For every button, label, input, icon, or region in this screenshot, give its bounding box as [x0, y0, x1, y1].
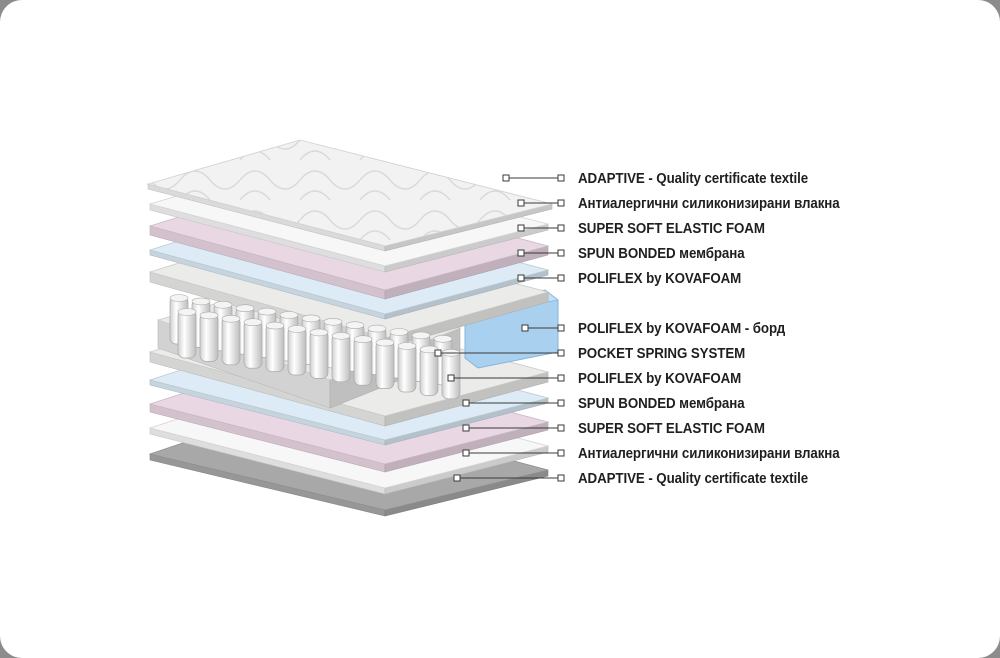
label-poliflex-bottom: POLIFLEX by KOVAFOAM [578, 371, 742, 387]
label-adaptive-textile-bottom: ADAPTIVE - Quality certificate textile [578, 471, 809, 487]
pocket-spring-coil [419, 345, 439, 396]
pocket-spring-coil [331, 331, 351, 383]
leader-line [462, 399, 565, 407]
label-poliflex-border: POLIFLEX by KOVAFOAM - борд [578, 321, 786, 337]
label-super-soft-foam-top: SUPER SOFT ELASTIC FOAM [578, 221, 765, 237]
leader-line [447, 374, 565, 382]
leader-line [462, 424, 565, 432]
leader-line [453, 474, 565, 482]
label-spun-bonded-top: SPUN BONDED мембрана [578, 246, 745, 262]
pocket-spring-coil [199, 311, 219, 362]
top-adaptive-textile-layer [146, 139, 553, 252]
leader-line [517, 199, 565, 207]
leader-line [517, 224, 565, 232]
pocket-spring-coil [243, 318, 263, 369]
pocket-spring-coil [353, 335, 373, 386]
pocket-spring-coil [265, 321, 285, 372]
label-spun-bonded-bottom: SPUN BONDED мембрана [578, 396, 745, 412]
leader-line [462, 449, 565, 457]
leader-line [517, 274, 565, 282]
leader-line [434, 349, 565, 357]
label-antiallergic-fiber-bottom: Антиалергични силиконизирани влакна [578, 446, 840, 462]
leader-line [521, 324, 565, 332]
pocket-spring-coil [309, 328, 329, 379]
pocket-spring-coil [221, 314, 241, 366]
pocket-spring-coil [177, 308, 197, 359]
label-adaptive-textile-top: ADAPTIVE - Quality certificate textile [578, 171, 809, 187]
label-poliflex-top: POLIFLEX by KOVAFOAM [578, 271, 742, 287]
pocket-spring-coil [397, 342, 417, 393]
label-super-soft-foam-bottom: SUPER SOFT ELASTIC FOAM [578, 421, 765, 437]
leader-line [517, 249, 565, 257]
label-pocket-spring: POCKET SPRING SYSTEM [578, 346, 746, 362]
leader-line [502, 174, 565, 182]
pocket-spring-coil [375, 338, 395, 389]
pocket-spring-coil [287, 325, 307, 376]
label-antiallergic-fiber-top: Антиалергични силиконизирани влакна [578, 196, 840, 212]
pocket-spring-coil [441, 348, 461, 400]
